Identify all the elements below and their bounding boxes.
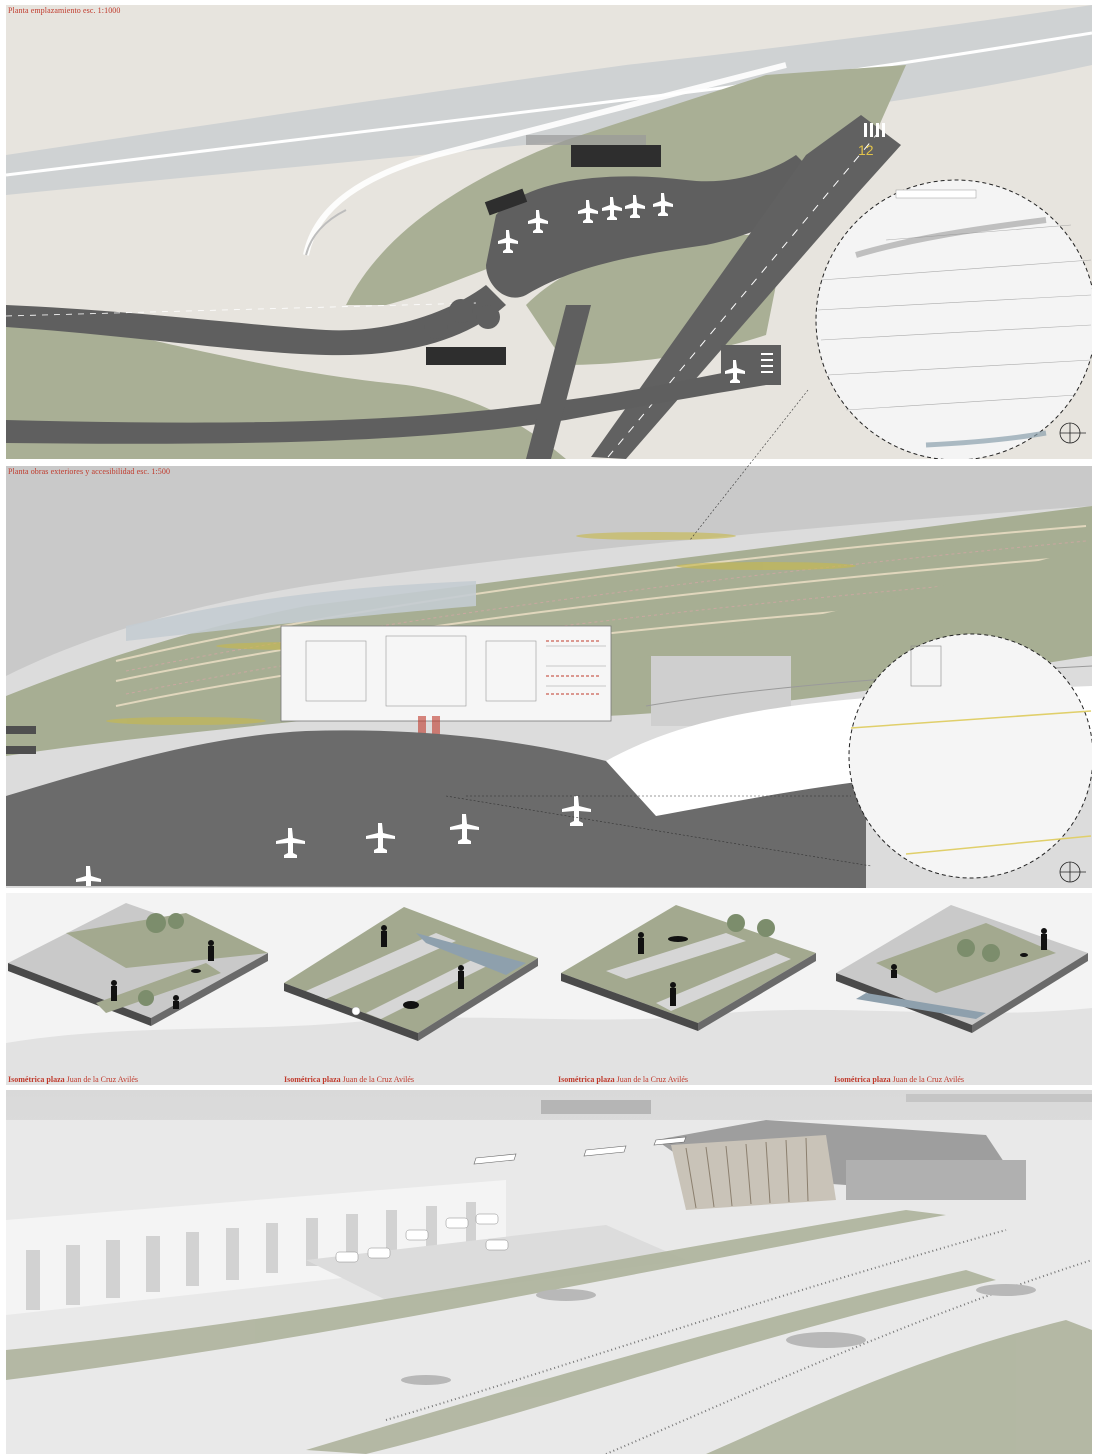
- aerial-render: [6, 1090, 1092, 1454]
- isometric-plaza-3: [561, 905, 816, 1031]
- parking-canopy: [6, 1180, 506, 1315]
- aerial-render-panel: [6, 1090, 1092, 1454]
- exterior-works-panel: Planta obras exteriores y accesibilidad …: [6, 466, 1092, 888]
- site-plan-drawing: 12: [6, 5, 1092, 459]
- north-arrow-icon: [1059, 422, 1086, 444]
- isometrics-panel: Isométrica plaza Juan de la Cruz Avilés …: [6, 893, 1092, 1085]
- apron: [486, 155, 826, 298]
- person-silhouette-icon: [111, 940, 214, 1009]
- isometric-plaza-2: [284, 907, 538, 1041]
- detail-callout-circle: [848, 633, 1092, 879]
- site-plan-title: Planta emplazamiento esc. 1:1000: [8, 6, 121, 15]
- exterior-works-drawing: [6, 466, 1092, 888]
- timber-structure: [671, 1135, 836, 1210]
- aircraft-icon: [498, 193, 745, 383]
- terminal-building: [571, 145, 661, 167]
- water-channel: [126, 581, 476, 641]
- person-silhouette-icon: [891, 928, 1047, 978]
- terminal-floor-plan: [280, 625, 612, 722]
- road-band: [6, 466, 1092, 676]
- isometric-caption-3: Isométrica plaza Juan de la Cruz Avilés: [558, 1075, 689, 1084]
- taxiway: [6, 285, 506, 356]
- isometric-caption-2: Isométrica plaza Juan de la Cruz Avilés: [284, 1075, 415, 1084]
- tree-icon: [401, 1284, 1036, 1385]
- site-plan-panel: 12: [6, 5, 1092, 459]
- vegetation-strips: [6, 1210, 1092, 1454]
- person-silhouette-icon: [381, 925, 464, 1009]
- runway-12: [591, 115, 901, 459]
- isometric-plaza-4: [836, 905, 1088, 1033]
- aircraft-icon: [76, 796, 591, 886]
- exterior-plan-title: Planta obras exteriores y accesibilidad …: [8, 467, 171, 476]
- isometrics-drawing: [6, 893, 1092, 1085]
- isometric-caption-4: Isométrica plaza Juan de la Cruz Avilés: [834, 1075, 965, 1084]
- person-silhouette-icon: [638, 932, 688, 1006]
- isometric-plaza-1: [8, 903, 268, 1026]
- isometric-caption-1: Isométrica plaza Juan de la Cruz Avilés: [8, 1075, 139, 1084]
- north-arrow-icon: [1059, 861, 1086, 883]
- hangar-row: [426, 347, 506, 365]
- runway-number: 12: [858, 142, 874, 158]
- river-band: [6, 5, 1092, 195]
- aircraft-icon: [473, 1136, 687, 1165]
